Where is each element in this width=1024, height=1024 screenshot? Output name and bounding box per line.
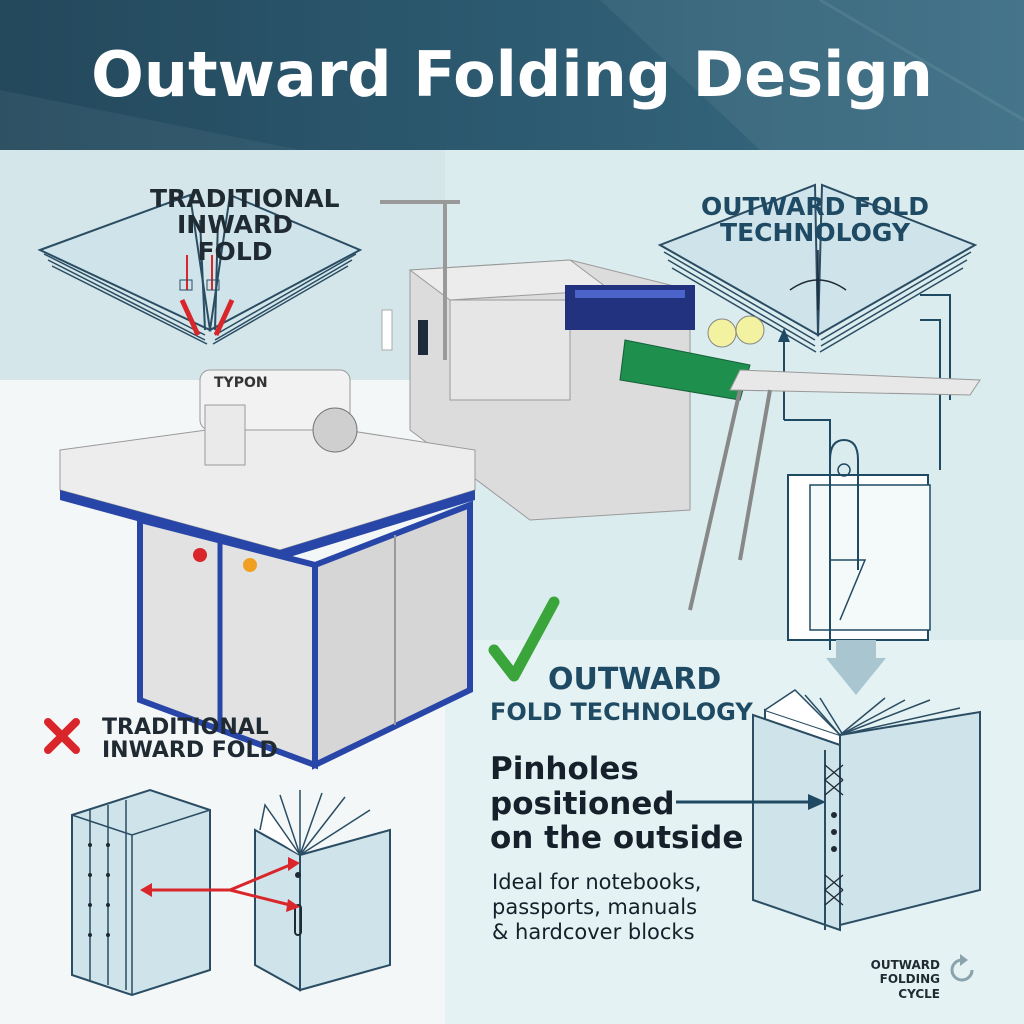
- folding-cycle-label: OUTWARD FOLDING CYCLE: [850, 958, 940, 1001]
- traditional-fold-book-diagram: [37, 193, 363, 345]
- folding-sewing-machine: [59, 200, 981, 770]
- description-line3: & hardcover blocks: [492, 920, 695, 945]
- description-line1: Ideal for notebooks,: [492, 870, 702, 894]
- traditional-closed-books: [71, 788, 391, 997]
- traditional-top-line2: INWARD FOLD: [176, 210, 294, 266]
- description-line2: passports, manuals: [492, 895, 698, 920]
- headline-line1: Pinholes: [490, 751, 639, 787]
- traditional-bottom-label: TRADITIONAL INWARD FOLD: [102, 716, 278, 762]
- check-mark-icon: [488, 596, 560, 682]
- traditional-top-label: TRADITIONAL INWARD FOLD: [150, 184, 340, 266]
- headline-line3: on the outside: [490, 820, 744, 857]
- down-arrow-icon: [826, 640, 886, 695]
- refresh-cycle-icon: [950, 954, 974, 982]
- machine-brand-label: TYPON: [214, 375, 268, 391]
- outward-mid-line1: OUTWARD: [548, 662, 722, 697]
- traditional-bottom-line1: TRADITIONAL: [102, 715, 269, 740]
- stitching-schematic: [778, 319, 941, 650]
- outward-mid-line2: FOLD TECHNOLOGY: [490, 698, 753, 726]
- outward-top-line2: TECHNOLOGY: [720, 218, 910, 248]
- title-banner: Outward Folding Design: [0, 0, 1024, 150]
- outward-fold-book-diagram: [657, 183, 978, 400]
- pinholes-headline: Pinholes positioned on the outside: [490, 752, 743, 856]
- x-mark-icon: [44, 718, 80, 754]
- traditional-bottom-line2: INWARD FOLD: [102, 738, 278, 764]
- usage-description: Ideal for notebooks, passports, manuals …: [492, 870, 702, 946]
- outward-top-label: OUTWARD FOLD TECHNOLOGY: [700, 192, 930, 248]
- cycle-line1: OUTWARD: [870, 958, 940, 972]
- page-title: Outward Folding Design: [91, 38, 933, 111]
- outward-top-line1: OUTWARD FOLD: [700, 192, 930, 221]
- cycle-line2: FOLDING CYCLE: [879, 972, 940, 1001]
- pointer-arrow: [676, 794, 826, 810]
- headline-line2: positioned: [490, 785, 675, 822]
- outward-bound-book: [752, 689, 981, 932]
- traditional-top-line1: TRADITIONAL: [150, 184, 340, 213]
- banner-texture: [0, 0, 1024, 150]
